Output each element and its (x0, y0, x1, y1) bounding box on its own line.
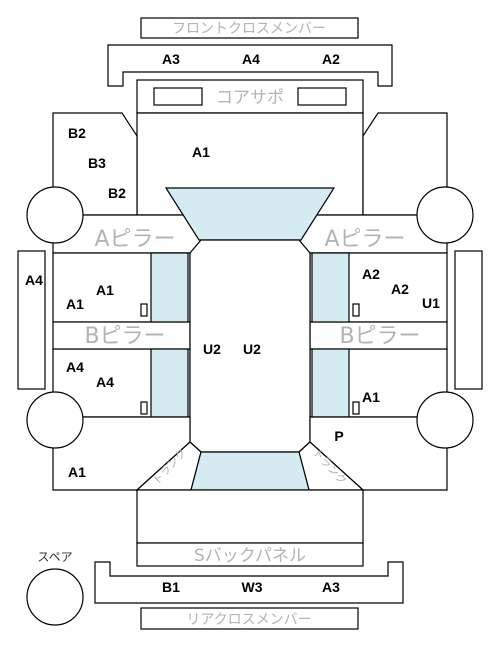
rear-glass[interactable] (190, 451, 310, 491)
rank-rear-door-left-1: A4 (66, 359, 84, 375)
right-side-sill[interactable] (454, 250, 483, 390)
rank-rear-cross-left: B1 (162, 579, 180, 595)
core-support-left-slot (153, 87, 203, 106)
spare-tire[interactable] (26, 568, 84, 626)
windshield-glass[interactable] (164, 187, 336, 241)
rear-right-wheel (416, 391, 474, 449)
rank-side-right: U1 (422, 295, 440, 311)
b-pillar-left-label: Bピラー (84, 324, 165, 349)
right-front-door-handle (352, 303, 360, 317)
a-pillar-left-label: Aピラー (94, 227, 175, 252)
rank-front-door-right-2: A2 (391, 281, 409, 297)
rank-quarter-right: P (334, 428, 343, 444)
front-cross-member-frame (107, 44, 393, 87)
left-rear-door-glass[interactable] (150, 348, 189, 418)
rank-fender-left-3: B2 (108, 185, 126, 201)
right-rear-door-glass[interactable] (311, 348, 350, 418)
rank-hood: A1 (192, 144, 210, 160)
front-cross-member-label: フロントクロスメンバー (172, 21, 326, 37)
rank-rear-door-left-2: A4 (96, 374, 114, 390)
rank-front-door-left-1: A1 (96, 282, 114, 298)
front-cross-member-box (140, 17, 359, 39)
rear-cross-member-box (140, 607, 359, 630)
rear-cross-member-label: リアクロスメンバー (186, 612, 311, 628)
trunk-lid[interactable] (136, 489, 364, 544)
right-rear-door-handle (352, 401, 360, 415)
left-rear-door-handle (140, 401, 148, 415)
rank-front-door-left-2: A1 (66, 296, 84, 312)
rank-roof-1: U2 (203, 341, 221, 357)
rank-roof-2: U2 (243, 341, 261, 357)
rank-front-door-right-1: A2 (362, 266, 380, 282)
left-side-sill[interactable] (17, 250, 46, 390)
back-panel-label: Sバックパネル (194, 546, 306, 566)
rear-left-wheel (26, 391, 84, 449)
rank-front-cross-right: A2 (322, 51, 340, 67)
rank-front-cross-mid: A4 (242, 51, 260, 67)
rank-side-left: A4 (25, 272, 43, 288)
left-front-door-glass[interactable] (150, 252, 189, 323)
a-pillar-right-label: Aピラー (324, 227, 405, 252)
back-panel-box[interactable] (136, 542, 364, 567)
rank-rear-cross-right: A3 (322, 579, 340, 595)
left-b-pillar (52, 321, 191, 350)
rank-rear-cross-mid: W3 (242, 579, 263, 595)
right-front-door-glass[interactable] (311, 252, 350, 323)
rank-front-cross-left: A3 (162, 51, 180, 67)
front-right-wheel (416, 186, 474, 244)
rear-cross-member-frame (94, 561, 404, 604)
core-support-label: コアサポ (216, 88, 284, 108)
rank-fender-left-2: B3 (88, 155, 106, 171)
core-support-right-slot (297, 87, 347, 106)
rank-quarter-left: A1 (68, 464, 86, 480)
rank-rear-door-right: A1 (362, 389, 380, 405)
right-b-pillar (309, 321, 448, 350)
left-front-door-handle (140, 303, 148, 317)
rank-fender-left-1: B2 (68, 125, 86, 141)
b-pillar-right-label: Bピラー (339, 324, 420, 349)
front-left-wheel (26, 186, 84, 244)
spare-label: スペア (37, 550, 72, 564)
